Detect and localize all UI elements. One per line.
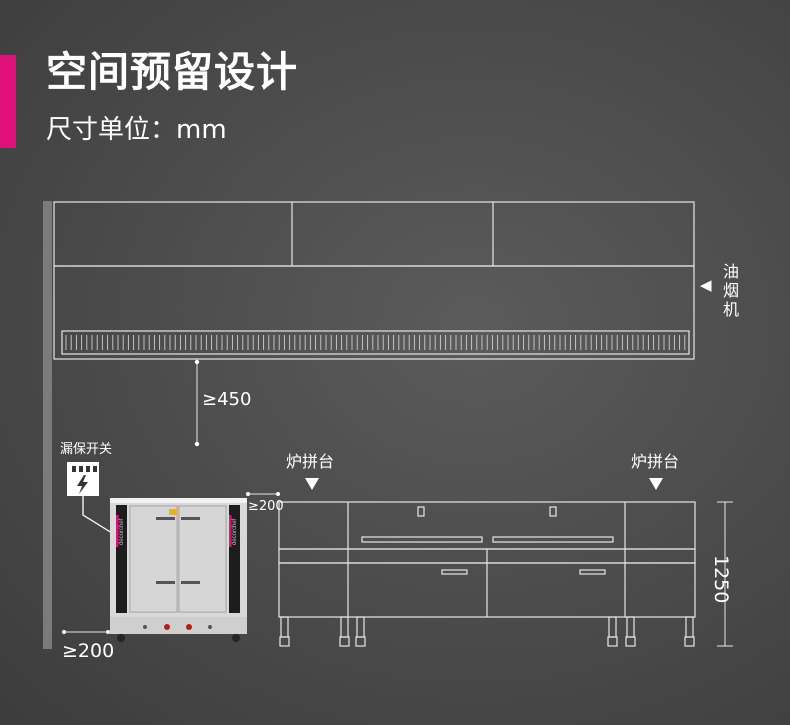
wall [43,201,52,649]
height-label: 1250 [710,555,732,604]
switch-label: 漏保开关 [60,442,113,457]
brand-text-right: decorchef [232,518,238,545]
range-hood [53,201,695,360]
brand-text-left: decorchef [119,518,125,545]
clearance-dimension [194,359,200,447]
lightning-icon [77,475,88,494]
power-cable [82,496,113,534]
clearance-label: ≥450 [202,389,252,410]
side-gap-label: ≥200 [248,499,284,514]
stove-counter [278,501,696,647]
floor-gap-dimension [62,630,110,634]
counter-legs [279,616,695,647]
stove-pointer-left [305,478,319,490]
accent-bar [0,55,16,148]
stove-label-left: 炉拼台 [286,452,335,471]
height-dimension [717,501,733,647]
hood-label: 油烟机 [722,262,739,319]
unit-subtitle: 尺寸单位：mm [46,115,227,145]
floor-gap-label: ≥200 [62,640,115,662]
stove-label-right: 炉拼台 [631,452,680,471]
leakage-switch [67,462,113,534]
side-gap-dimension [246,492,280,496]
steamer-cabinet: decorchef decorchef [110,498,247,642]
stove-pointer-right [649,478,663,490]
page-title: 空间预留设计 [46,48,298,96]
hood-grille [65,335,686,350]
hood-arrow-icon: ◀ [700,276,712,294]
